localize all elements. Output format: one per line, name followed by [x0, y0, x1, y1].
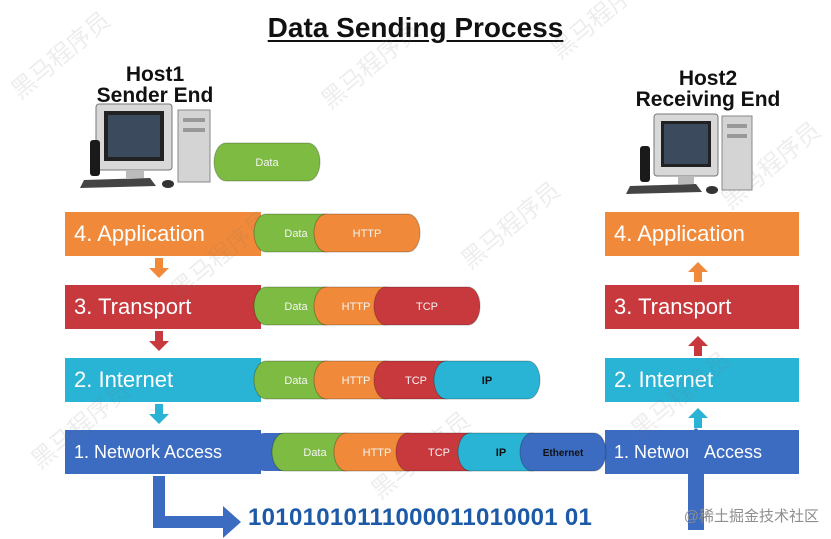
up-arrow-icon	[688, 408, 708, 428]
packet-segment-label: Data	[284, 301, 308, 313]
receiver-computer-icon	[626, 113, 753, 194]
host1-role: Sender End	[96, 84, 214, 107]
packet-segment-label: TCP	[405, 375, 427, 387]
watermark-text: 黑马程序员	[626, 346, 736, 445]
sender-flow-arrows	[149, 258, 169, 424]
watermark-layer: 黑马程序员 黑马程序员 黑马程序员 黑马程序员 黑马程序员 黑马程序员 黑马程序…	[6, 0, 826, 505]
packet-segment-ip: IP	[433, 360, 541, 400]
watermark-text: 黑马程序员	[546, 0, 656, 65]
packet-segment-label: Data	[284, 228, 308, 240]
watermark-text: 黑马程序员	[456, 176, 566, 275]
sender-layer-internet: 2. Internet	[65, 358, 261, 402]
up-arrow-icon	[688, 336, 708, 356]
bit-stream: 10101010111000011010001 01	[248, 504, 593, 531]
packet-segment-tcp: TCP	[373, 286, 481, 326]
footer-credit: @稀土掘金技术社区	[683, 508, 819, 525]
packet-segment-label: TCP	[416, 301, 438, 313]
host2-name: Host2	[678, 67, 738, 90]
packet-segment-label: HTTP	[342, 301, 371, 313]
packet-segment-label: HTTP	[363, 447, 392, 459]
packet-segment-label: IP	[496, 447, 506, 459]
down-arrow-icon	[149, 404, 169, 424]
packet-segment-label: Data	[284, 375, 308, 387]
packet-segment-label: IP	[482, 375, 492, 387]
receiver-layer-application: 4. Application	[605, 212, 799, 256]
watermark-text: 黑马程序员	[6, 6, 116, 105]
packet-segment-label: HTTP	[342, 375, 371, 387]
packet-segment-label: Data	[303, 447, 327, 459]
packet-segment-label: HTTP	[353, 228, 382, 240]
host1-label: Host1 Sender End	[80, 64, 230, 106]
receive-arrow-icon	[680, 428, 712, 530]
packet-segment-ethernet: Ethernet	[519, 432, 607, 472]
packet-segment-label: TCP	[428, 447, 450, 459]
watermark-text: 黑马程序员	[316, 16, 426, 115]
sender-layer-application: 4. Application	[65, 212, 261, 256]
watermark-text: 黑马程序员	[26, 376, 136, 475]
packet-segment-label: Data	[255, 157, 279, 169]
down-arrow-icon	[149, 258, 169, 278]
down-arrow-icon	[149, 331, 169, 351]
receiver-layer-transport: 3. Transport	[605, 285, 799, 329]
host1-name: Host1	[125, 63, 185, 86]
packet-segment-data: Data	[213, 142, 321, 182]
transmit-arrow-icon	[153, 476, 241, 538]
host2-label: Host2 Receiving End	[628, 68, 788, 110]
packet-segment-label: Ethernet	[543, 448, 584, 459]
host2-role: Receiving End	[635, 88, 781, 111]
receiver-layer-internet: 2. Internet	[605, 358, 799, 402]
sender-layer-network-access: 1. Network Access	[65, 430, 261, 474]
sender-layer-transport: 3. Transport	[65, 285, 261, 329]
up-arrow-icon	[688, 262, 708, 282]
receiver-flow-arrows	[688, 262, 708, 428]
sender-computer-icon	[80, 103, 211, 188]
packet-segment-http: HTTP	[313, 213, 421, 253]
page-title: Data Sending Process	[267, 12, 564, 43]
